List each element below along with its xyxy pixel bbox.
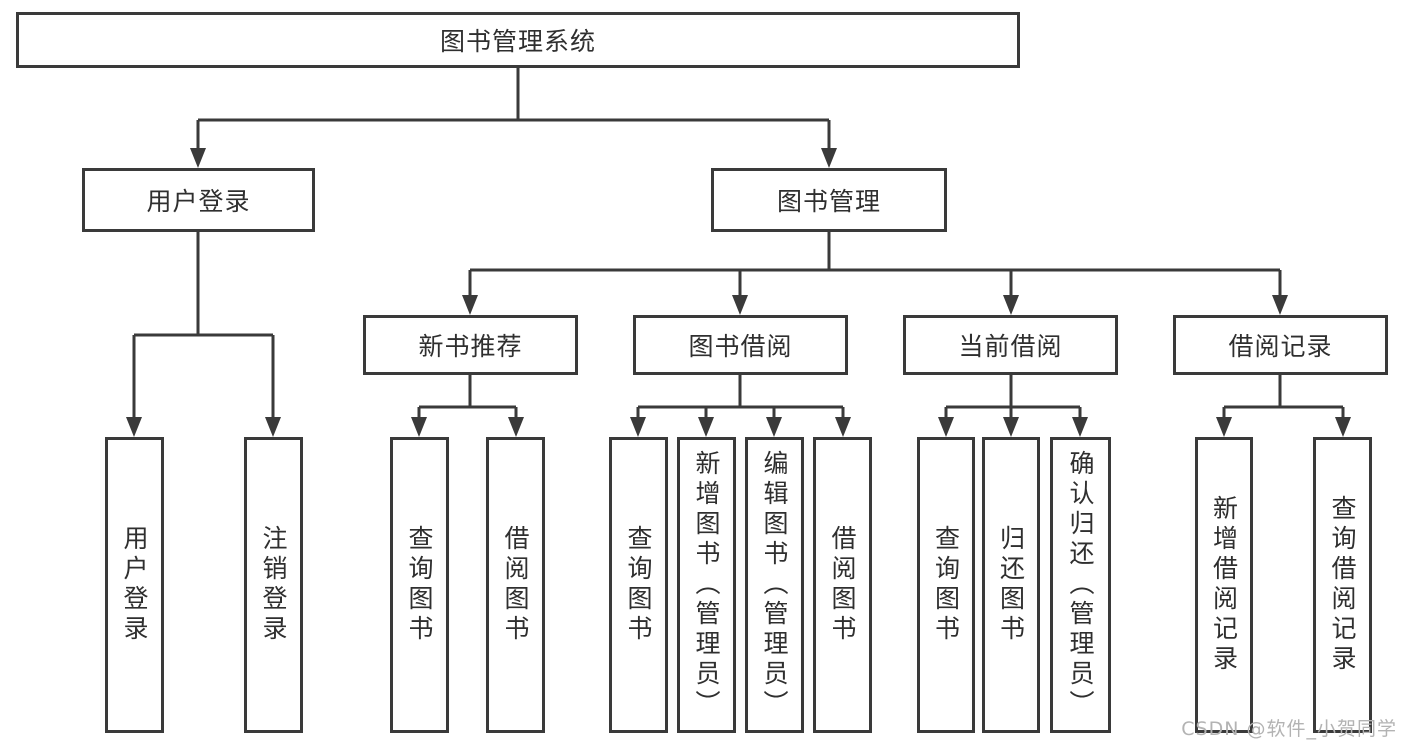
node-borrow-records: 借阅记录 xyxy=(1173,315,1388,375)
leaf-query-books-3: 查询图书 xyxy=(917,437,975,733)
leaf-query-books-2: 查询图书 xyxy=(609,437,668,733)
leaf-add-book-admin: 新增图书（管理员） xyxy=(677,437,736,733)
leaf-query-borrow-record-label: 查询借阅记录 xyxy=(1328,495,1357,675)
node-new-book-recommend: 新书推荐 xyxy=(363,315,578,375)
leaf-borrow-books-1: 借阅图书 xyxy=(486,437,545,733)
leaf-borrow-books-2: 借阅图书 xyxy=(813,437,872,733)
leaf-confirm-return-admin: 确认归还（管理员） xyxy=(1050,437,1111,733)
node-current-borrow: 当前借阅 xyxy=(903,315,1118,375)
node-book-borrow: 图书借阅 xyxy=(633,315,848,375)
node-borrow-records-label: 借阅记录 xyxy=(1228,332,1333,361)
leaf-query-books-3-label: 查询图书 xyxy=(931,525,961,645)
leaf-edit-book-admin-label: 编辑图书（管理员） xyxy=(760,450,789,720)
leaf-return-book-label: 归还图书 xyxy=(996,525,1026,645)
node-book-management-label: 图书管理 xyxy=(776,187,881,216)
leaf-add-book-admin-label: 新增图书（管理员） xyxy=(692,450,721,720)
connector-edges xyxy=(132,68,1345,421)
leaf-query-books-2-label: 查询图书 xyxy=(624,525,653,645)
leaf-edit-book-admin: 编辑图书（管理员） xyxy=(745,437,804,733)
node-current-borrow-label: 当前借阅 xyxy=(958,332,1063,361)
node-root: 图书管理系统 xyxy=(16,12,1020,68)
node-book-management: 图书管理 xyxy=(711,168,947,232)
leaf-logout-label: 注销登录 xyxy=(259,525,288,645)
leaf-user-login: 用户登录 xyxy=(105,437,164,733)
node-book-borrow-label: 图书借阅 xyxy=(688,332,793,361)
leaf-query-books-1: 查询图书 xyxy=(390,437,449,733)
node-user-login-label: 用户登录 xyxy=(146,187,251,216)
csdn-watermark: CSDN @软件_小贺同学 xyxy=(1181,718,1397,740)
leaf-confirm-return-admin-label: 确认归还（管理员） xyxy=(1066,450,1095,720)
leaf-user-login-label: 用户登录 xyxy=(120,525,149,645)
leaf-query-borrow-record: 查询借阅记录 xyxy=(1313,437,1372,733)
leaf-query-books-1-label: 查询图书 xyxy=(405,525,434,645)
leaf-logout: 注销登录 xyxy=(244,437,303,733)
node-root-label: 图书管理系统 xyxy=(439,27,596,56)
leaf-borrow-books-2-label: 借阅图书 xyxy=(828,525,857,645)
leaf-add-borrow-record: 新增借阅记录 xyxy=(1195,437,1253,733)
connector-arrowheads xyxy=(126,148,1351,437)
leaf-add-borrow-record-label: 新增借阅记录 xyxy=(1209,495,1239,675)
node-new-book-recommend-label: 新书推荐 xyxy=(418,332,523,361)
node-user-login: 用户登录 xyxy=(82,168,315,232)
leaf-borrow-books-1-label: 借阅图书 xyxy=(501,525,530,645)
leaf-return-book: 归还图书 xyxy=(982,437,1040,733)
